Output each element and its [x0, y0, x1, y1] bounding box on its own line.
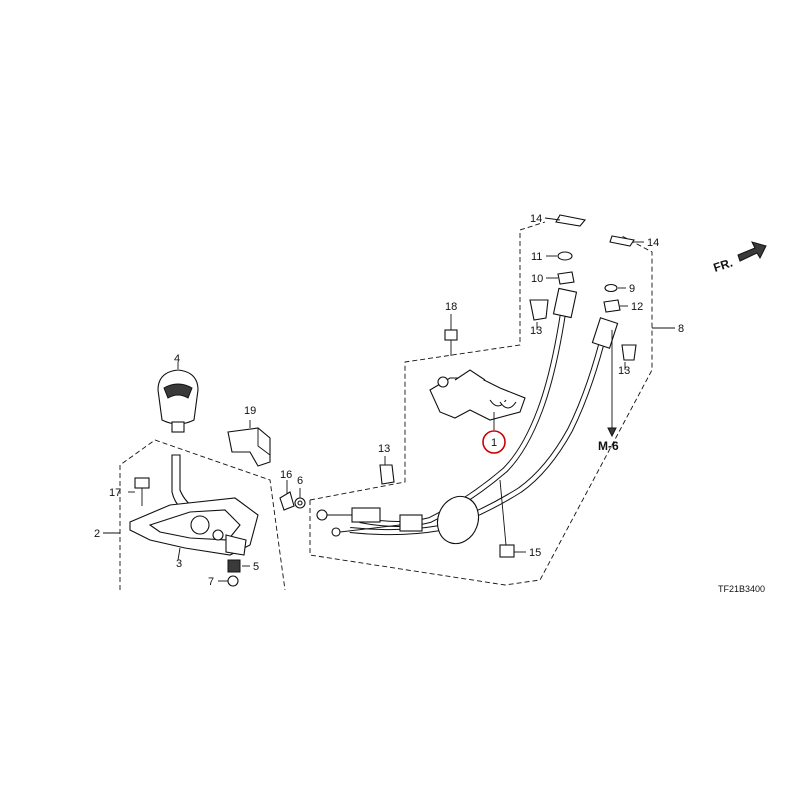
callout-4: 4 [174, 353, 180, 365]
shift-lever-assembly [129, 454, 259, 556]
callout-14-right: 14 [647, 237, 659, 249]
leader-lines [103, 217, 675, 582]
callout-19: 19 [244, 405, 256, 417]
callout-11: 11 [531, 251, 542, 263]
callout-2: 2 [94, 528, 100, 540]
diagram-code: TF21B3400 [718, 584, 765, 594]
callout-5: 5 [253, 561, 259, 573]
callout-7: 7 [208, 576, 214, 588]
bolt-18-icon [444, 329, 458, 356]
callout-1: 1 [491, 437, 497, 449]
callout-17: 17 [109, 487, 121, 499]
reference-label: M-6 [598, 439, 619, 453]
callout-16: 16 [280, 469, 292, 481]
callout-8: 8 [678, 323, 684, 335]
bracket-1 [429, 369, 526, 421]
callout-6: 6 [297, 475, 303, 487]
dashed-outline-shifter-group [119, 439, 286, 591]
shift-cable-8 [316, 287, 619, 545]
clip-16-icon [279, 491, 295, 511]
bolt-17-icon [134, 477, 150, 506]
direction-label: FR. [712, 256, 735, 275]
washer-6-icon [294, 497, 306, 509]
highlight-circle [482, 430, 506, 454]
washer-9-icon [604, 283, 618, 293]
callout-13-left: 13 [378, 443, 390, 455]
callout-18: 18 [445, 301, 457, 313]
callout-12: 12 [631, 301, 643, 313]
callout-10: 10 [531, 273, 543, 285]
shift-knob [157, 369, 199, 433]
clip-14-icon [555, 214, 635, 247]
pin-10-icon [557, 271, 575, 285]
callout-15: 15 [529, 547, 541, 559]
pin-12-icon [603, 299, 621, 313]
bolt-7-icon [227, 575, 239, 587]
collar-5-icon [227, 559, 241, 573]
callout-13-mid: 13 [530, 325, 542, 337]
callout-3: 3 [176, 558, 182, 570]
dashed-outline-cable-group [309, 234, 653, 586]
callout-13-right: 13 [618, 365, 630, 377]
front-direction-arrow-icon [737, 241, 767, 262]
washer-11-icon [557, 251, 573, 261]
cover-19 [227, 427, 271, 467]
callout-14-left: 14 [530, 213, 542, 225]
clip-13-icon [379, 299, 637, 485]
callout-9: 9 [629, 283, 635, 295]
nut-15-icon [499, 544, 515, 558]
dashed-outline-cable-group-inner [309, 221, 546, 501]
